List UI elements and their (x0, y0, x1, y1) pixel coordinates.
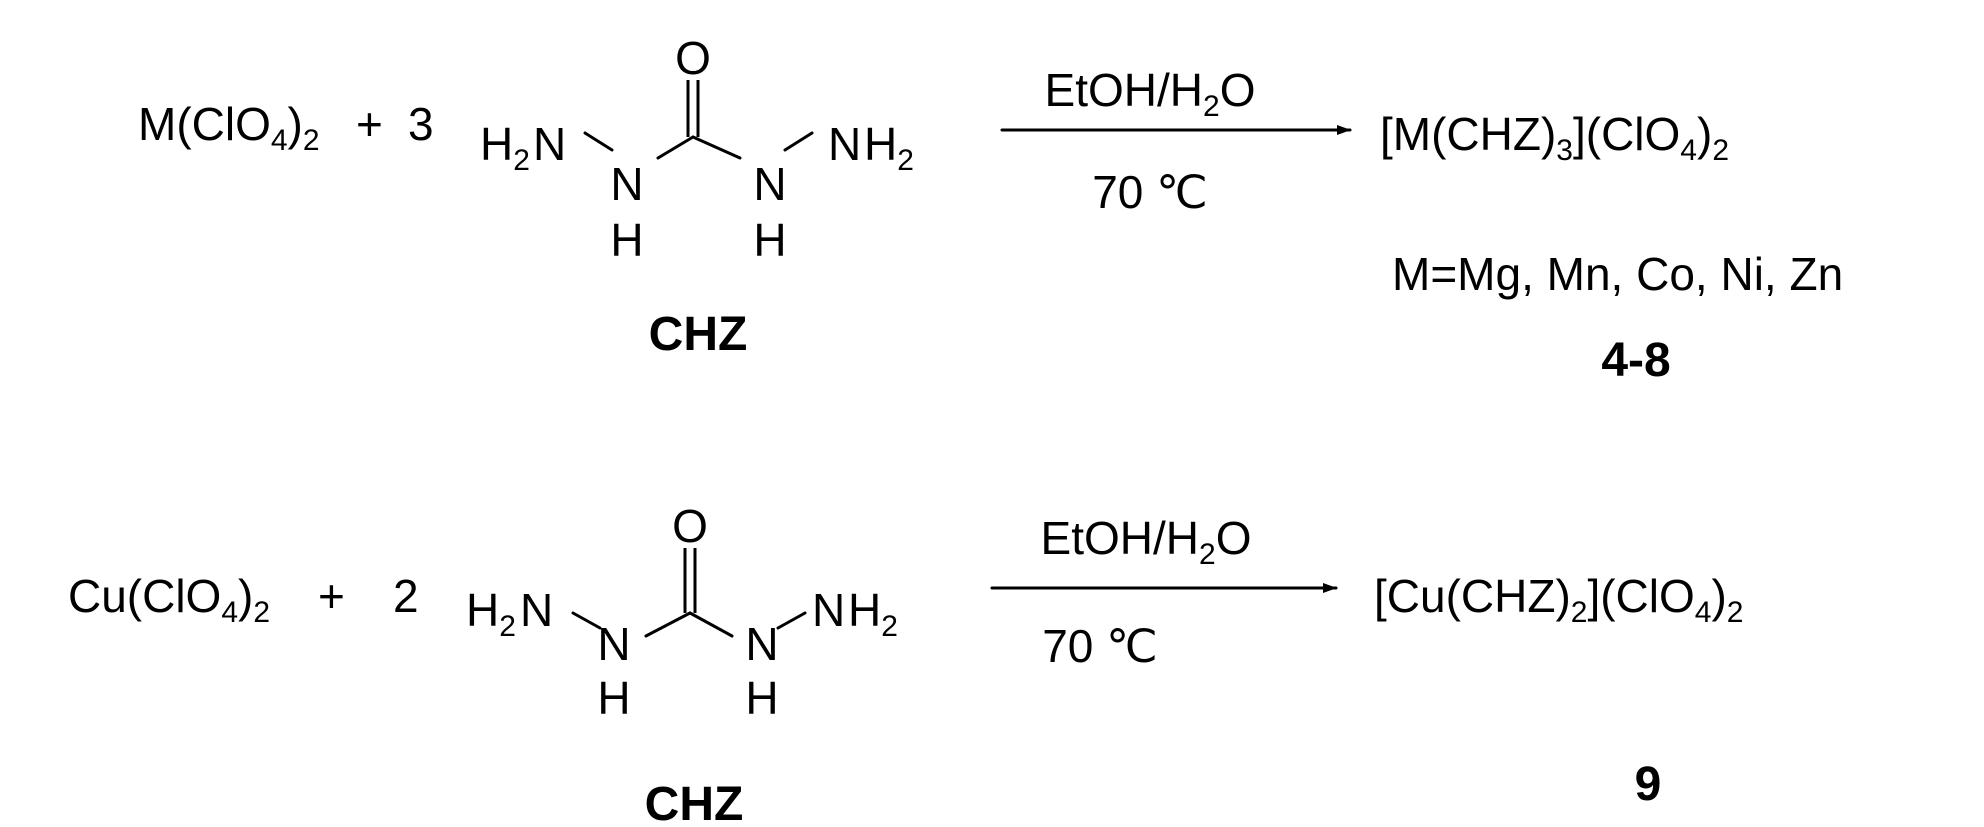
atom-nitrogen-terminal-right: N (812, 584, 845, 636)
atom-nitrogen-inner-right: N (745, 618, 778, 670)
bond-nh-c-left (644, 611, 692, 638)
atom-nitrogen-inner-left: N (597, 618, 630, 670)
plus-sign-1: + (356, 98, 383, 150)
conditions-temperature-2: 70 ℃ (1042, 620, 1158, 672)
reaction-2: Cu(ClO4)2 + 2 O H2 N N H N H N H2 CHZ Et… (68, 500, 1743, 827)
atom-hydrogen-inner-right: H (753, 214, 786, 266)
compound-number-9: 9 (1635, 758, 1662, 811)
reaction-1: M(ClO4)2 + 3 O H2 N N H N H N H2 CHZ EtO… (138, 32, 1843, 387)
atom-h2-right: H2 (848, 584, 898, 643)
atom-hydrogen-inner-left: H (610, 214, 643, 266)
atom-nitrogen-terminal-left: N (520, 584, 553, 636)
atom-nitrogen-terminal-left: N (533, 118, 566, 170)
atom-nitrogen-inner-left: N (610, 158, 643, 210)
bond-c-nh-right (688, 611, 734, 638)
reactant-1-formula: M(ClO4)2 (138, 98, 320, 157)
compound-numbers-4-8: 4-8 (1601, 334, 1670, 387)
atom-nitrogen-terminal-right: N (828, 118, 861, 170)
atom-h2-right: H2 (864, 118, 914, 177)
chz-structure-1: O H2 N N H N H N H2 (480, 32, 914, 266)
atom-nitrogen-inner-right: N (753, 158, 786, 210)
atom-hydrogen-inner-left: H (597, 672, 630, 724)
atom-hydrogen-inner-right: H (745, 672, 778, 724)
reactant-2-formula: Cu(ClO4)2 (68, 570, 270, 629)
bond-nh2-nh-left (583, 131, 614, 152)
coefficient-2: 2 (393, 570, 419, 622)
metal-list: M=Mg, Mn, Co, Ni, Zn (1392, 248, 1843, 300)
plus-sign-2: + (318, 570, 345, 622)
conditions-temperature-1: 70 ℃ (1092, 166, 1208, 218)
bond-nh-c-left (656, 135, 695, 160)
bond-nh-nh2-right (783, 131, 814, 152)
bond-nh-nh2-right (776, 611, 807, 630)
atom-h2-left: H2 (466, 584, 516, 643)
product-1-formula: [M(CHZ)3](ClO4)2 (1380, 108, 1729, 167)
atom-oxygen: O (672, 500, 708, 552)
ligand-label-2: CHZ (645, 778, 744, 827)
chz-structure-2: O H2 N N H N H N H2 (466, 500, 898, 724)
atom-h2-left: H2 (480, 118, 530, 177)
conditions-solvent-2: EtOH/H2O (1041, 512, 1252, 571)
bond-c-nh-right (691, 135, 742, 160)
product-2-formula: [Cu(CHZ)2](ClO4)2 (1374, 570, 1743, 629)
bond-nh2-nh-left (571, 611, 602, 630)
ligand-label-1: CHZ (649, 308, 748, 361)
conditions-solvent-1: EtOH/H2O (1045, 64, 1256, 123)
coefficient-1: 3 (408, 98, 434, 150)
atom-oxygen: O (675, 32, 711, 84)
